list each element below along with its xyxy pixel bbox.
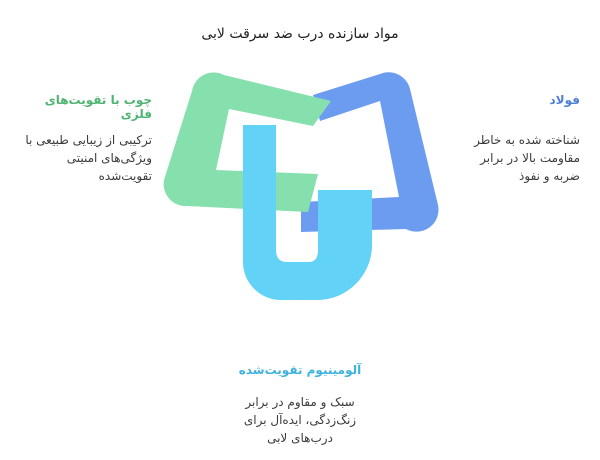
steel-description: شناخته شده به خاطر مقاومت بالا در برابر … [474, 133, 580, 183]
steel-heading: فولاد [549, 93, 580, 107]
wood-description: ترکیبی از زیبایی طبیعی با ویژگی‌های امنی… [25, 133, 152, 183]
aluminum-heading: آلومینیوم تقویت‌شده [238, 363, 362, 377]
steel-band [301, 72, 439, 232]
wood-heading: چوب با تقویت‌های فلزی [44, 93, 152, 121]
wood-band [163, 72, 331, 213]
aluminum-band [242, 125, 372, 300]
aluminum-description: سبک و مقاوم در برابر زنگ‌زدگی، ایده‌آل ب… [243, 395, 357, 445]
diagram-title: مواد سازنده درب ضد سرقت لابی [201, 26, 399, 42]
